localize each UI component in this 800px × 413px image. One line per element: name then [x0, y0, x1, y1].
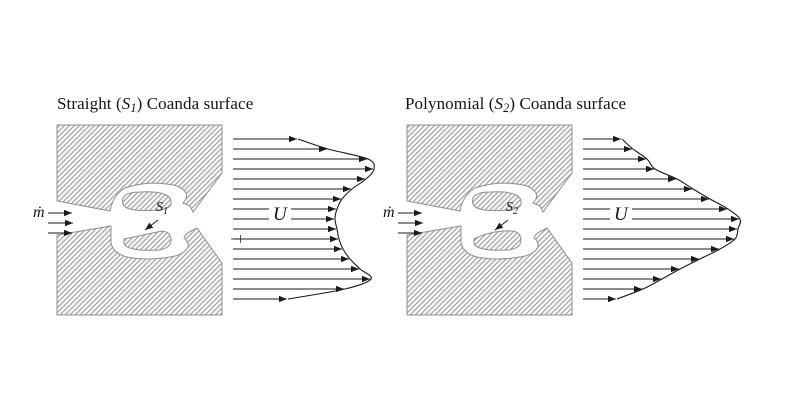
- panel-polynomial: [398, 124, 742, 316]
- title-subscript: 2: [503, 101, 510, 116]
- surface-symbol: S: [506, 200, 513, 215]
- u-symbol: U: [614, 204, 628, 225]
- surface-subscript: 2: [513, 205, 519, 217]
- velocity-profile-polynomial: [583, 135, 742, 303]
- velocity-label-straight: U: [269, 204, 291, 225]
- mdot-symbol: ṁ: [33, 204, 45, 221]
- nozzle-lower-lobe-coanda-surface: [123, 230, 172, 251]
- title-symbol: S: [494, 94, 504, 113]
- title-prefix: Straight (: [57, 94, 122, 113]
- surface-subscript: 1: [163, 205, 169, 217]
- surface-label-leader-arrow: [494, 219, 509, 231]
- nozzle-upper-lobe: [472, 191, 522, 212]
- panel-title-polynomial: Polynomial (S2) Coanda surface: [405, 94, 627, 116]
- panel-straight: [48, 124, 375, 316]
- inlet-flow-arrows: [398, 209, 423, 237]
- title-suffix: ) Coanda surface: [509, 94, 627, 113]
- title-symbol: S: [121, 94, 131, 113]
- upper-block: [406, 124, 573, 213]
- mass-flow-label-polynomial: ṁ: [383, 205, 395, 221]
- surface-label-s1: S1: [156, 200, 169, 217]
- velocity-profile-straight: [233, 135, 375, 303]
- velocity-label-polynomial: U: [610, 204, 632, 225]
- profile-envelope: [616, 138, 742, 300]
- profile-envelope: [287, 138, 375, 300]
- surface-label-s2: S2: [506, 200, 519, 217]
- u-symbol: U: [273, 204, 287, 225]
- nozzle-lower-lobe-coanda-surface: [473, 230, 522, 251]
- title-suffix: ) Coanda surface: [136, 94, 254, 113]
- panel-title-straight: Straight (S1) Coanda surface: [57, 94, 254, 116]
- upper-block: [56, 124, 223, 213]
- mdot-symbol: ṁ: [383, 204, 395, 221]
- mass-flow-label-straight: ṁ: [33, 205, 45, 221]
- surface-symbol: S: [156, 200, 163, 215]
- lower-block: [406, 225, 573, 316]
- title-prefix: Polynomial (: [405, 94, 495, 113]
- surface-label-leader-arrow: [144, 219, 159, 231]
- inlet-flow-arrows: [48, 209, 73, 237]
- title-subscript: 1: [130, 101, 137, 116]
- nozzle-upper-lobe: [122, 191, 172, 212]
- lower-block: [56, 225, 223, 316]
